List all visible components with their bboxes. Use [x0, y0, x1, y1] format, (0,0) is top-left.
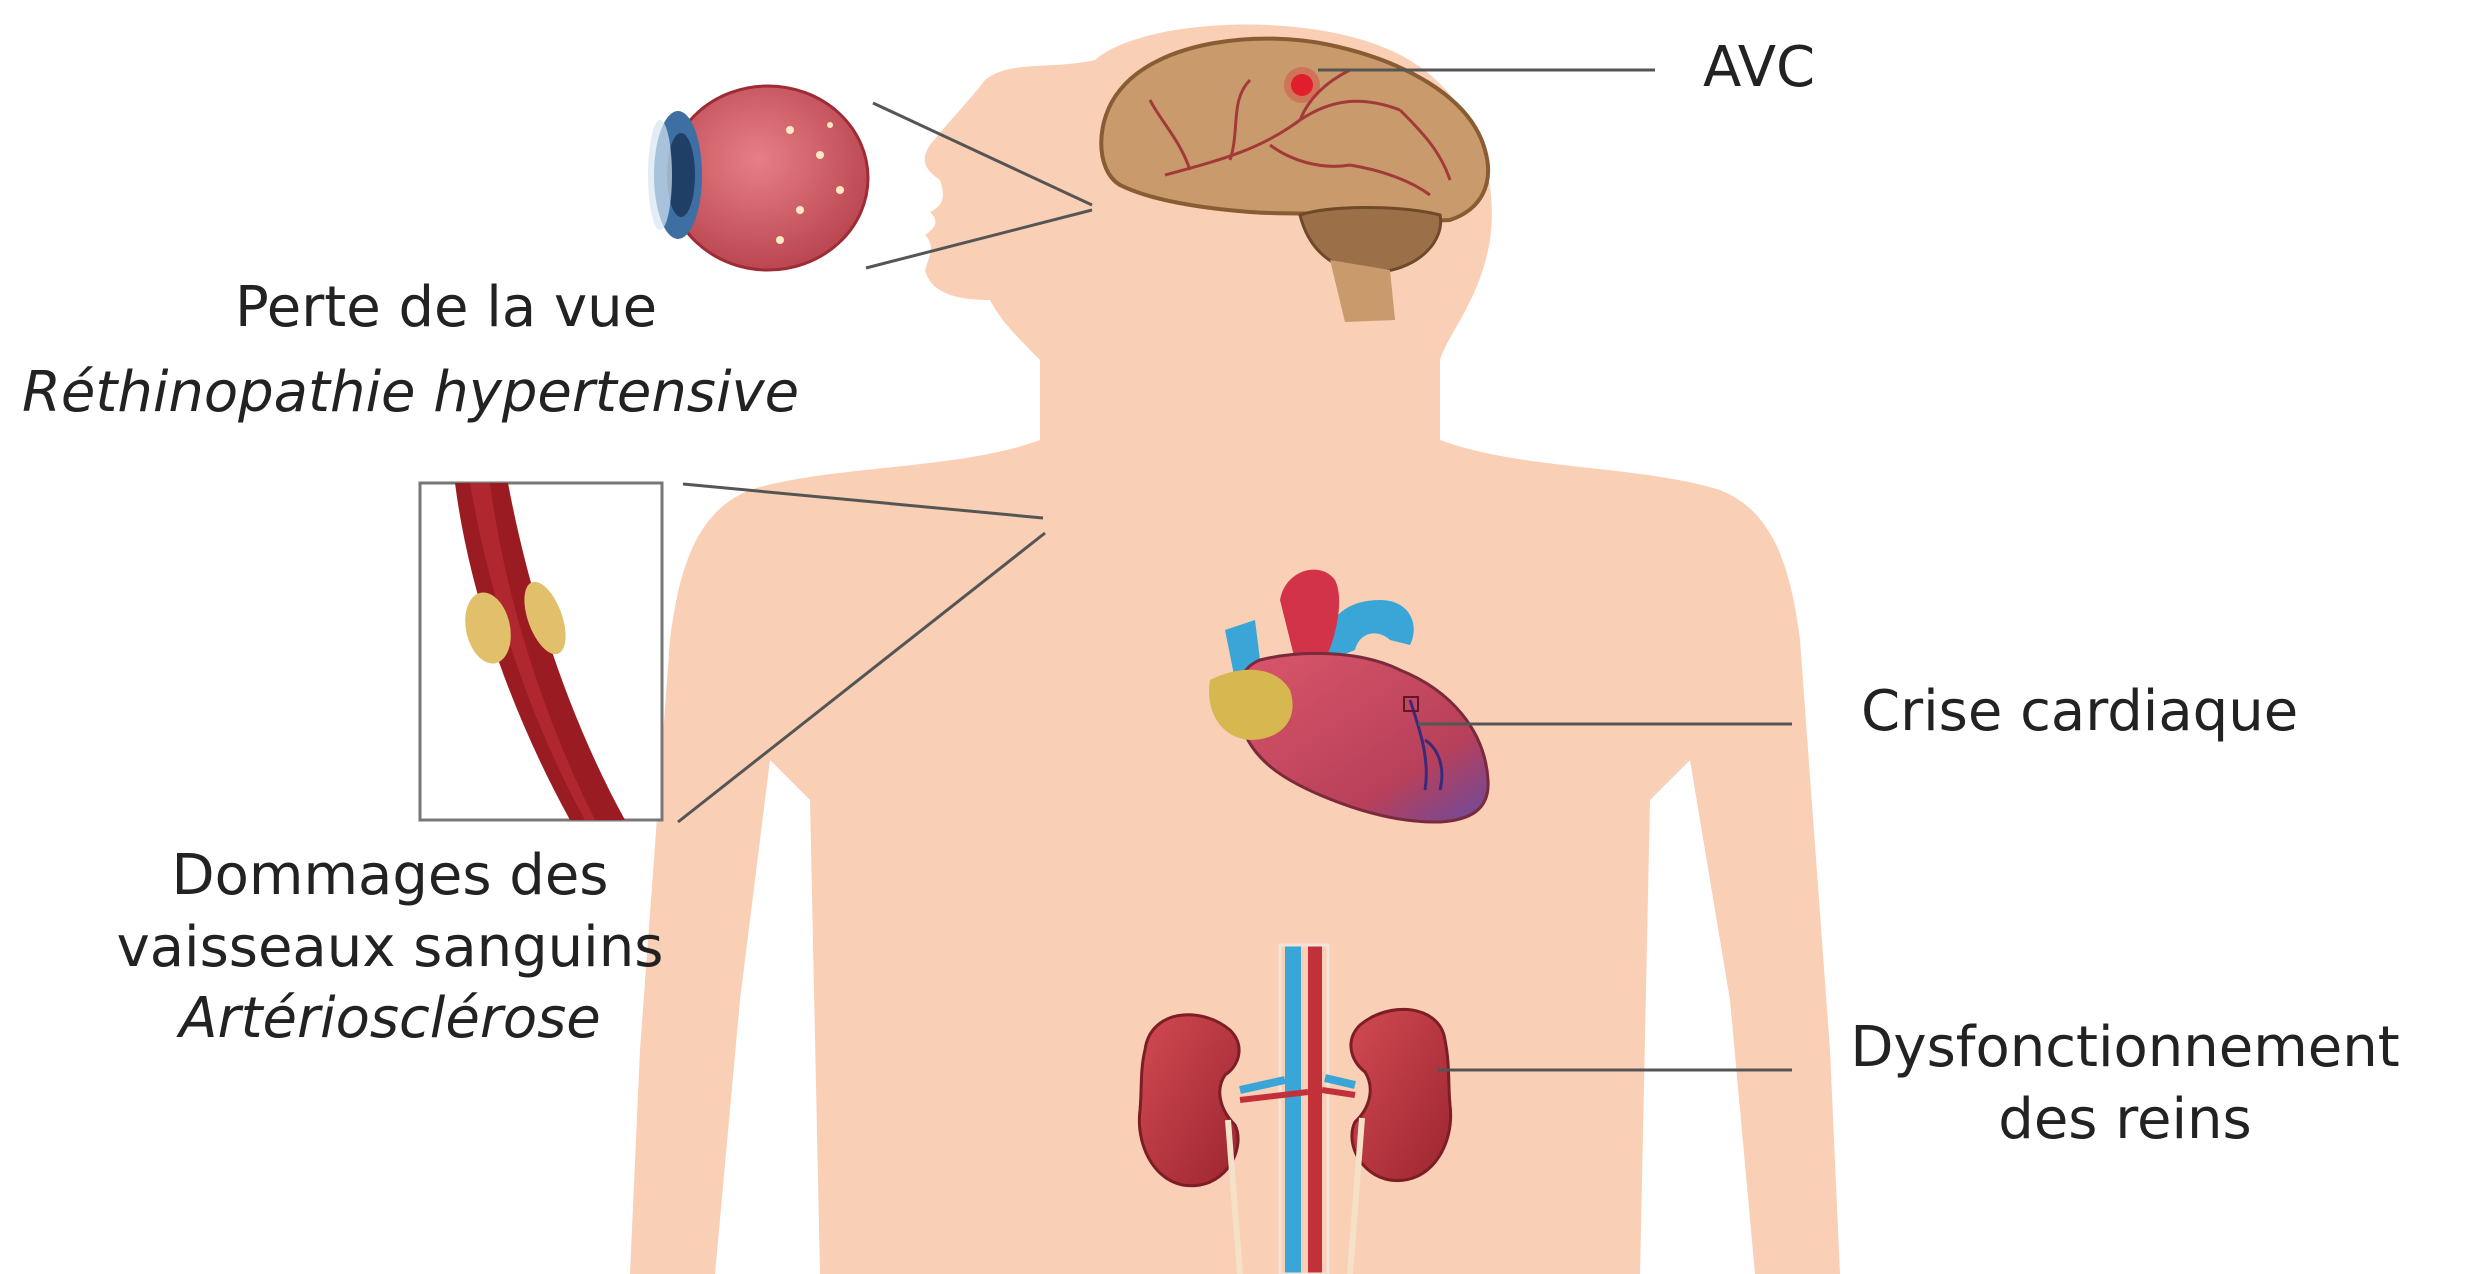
label-vessels-subtitle: Artériosclérose	[40, 983, 740, 1055]
label-vessels-line2: vaisseaux sanguins	[40, 912, 740, 984]
label-vision-subtitle: Réthinopathie hypertensive	[22, 357, 799, 429]
label-vision-title: Perte de la vue	[235, 272, 657, 344]
label-kidney-line1: Dysfonctionnement	[1780, 1012, 2470, 1084]
label-vessels-line1: Dommages des	[40, 840, 740, 912]
label-heart: Crise cardiaque	[1861, 676, 2298, 748]
label-vessels: Dommages des vaisseaux sanguins Artérios…	[40, 840, 740, 1055]
label-stroke: AVC	[1703, 32, 1815, 104]
label-kidney: Dysfonctionnement des reins	[1780, 1012, 2470, 1155]
eye-icon	[648, 86, 868, 270]
artery-icon	[420, 483, 662, 820]
label-kidney-line2: des reins	[1780, 1084, 2470, 1156]
